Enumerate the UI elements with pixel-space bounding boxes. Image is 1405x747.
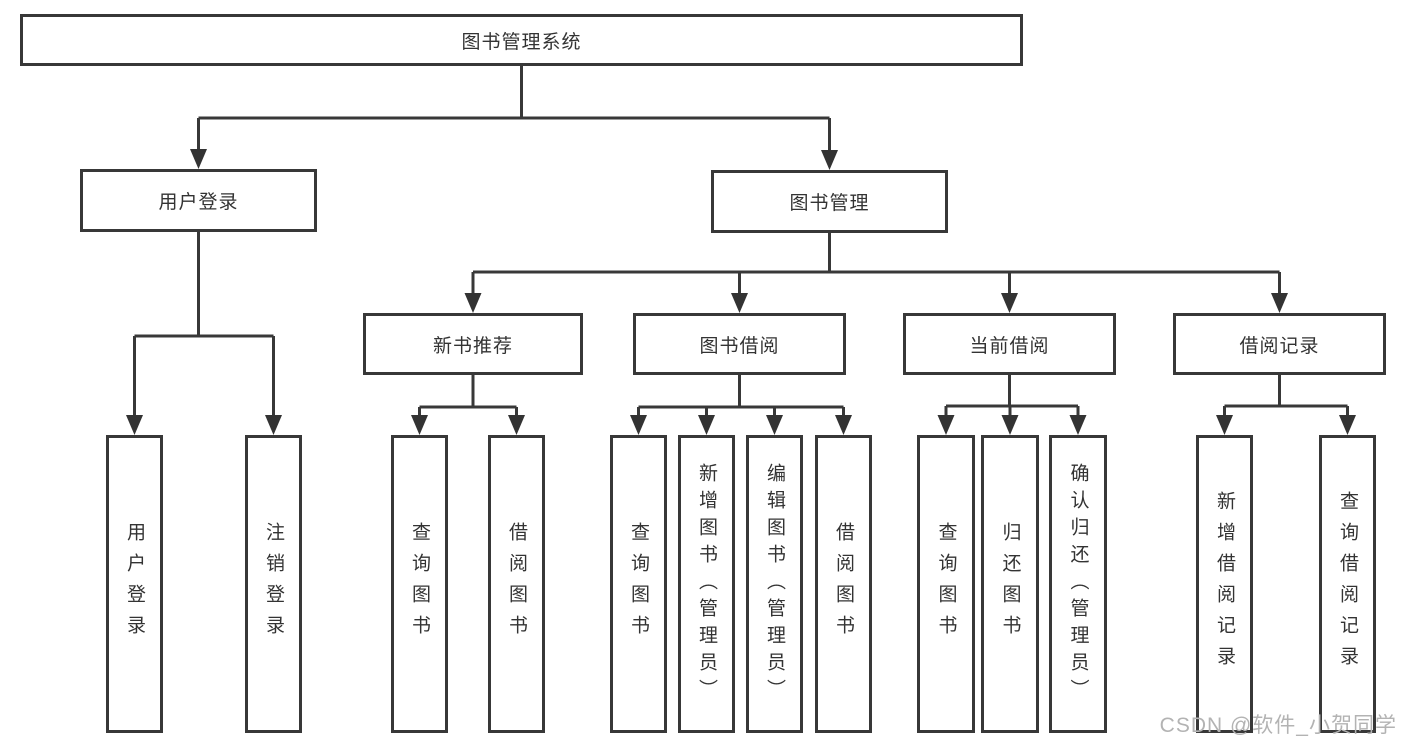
node-label: 图书借阅 — [699, 335, 780, 357]
node-label: 查询图书 — [409, 522, 430, 646]
node-label: 注销登录 — [263, 522, 284, 646]
leaf-recommend-query-books: 查询图书 — [391, 435, 448, 733]
node-root: 图书管理系统 — [20, 14, 1023, 66]
node-label: 查询借阅记录 — [1337, 491, 1358, 677]
node-label: 用户登录 — [124, 522, 145, 646]
node-borrow-records: 借阅记录 — [1173, 313, 1386, 375]
node-label: 查询图书 — [935, 522, 957, 646]
node-label: 编辑图书（管理员） — [764, 462, 785, 706]
node-label: 用户登录 — [158, 192, 239, 213]
leaf-edit-books-admin: 编辑图书（管理员） — [746, 435, 803, 733]
node-label: 查询图书 — [628, 522, 649, 646]
node-label: 图书管理 — [789, 193, 870, 214]
leaf-add-books-admin: 新增图书（管理员） — [678, 435, 735, 733]
leaf-query-borrow-record: 查询借阅记录 — [1319, 435, 1376, 733]
csdn-watermark: CSDN @软件_小贺同学 — [1159, 714, 1397, 737]
leaf-borrow-query-books: 查询图书 — [610, 435, 667, 733]
node-book-borrow: 图书借阅 — [633, 313, 846, 375]
node-label: 图书管理系统 — [461, 31, 582, 53]
node-label: 新书推荐 — [432, 335, 513, 357]
leaf-logout: 注销登录 — [245, 435, 302, 733]
node-user-login: 用户登录 — [80, 169, 317, 232]
node-label: 借阅记录 — [1239, 335, 1320, 357]
node-label: 归还图书 — [999, 522, 1021, 646]
leaf-confirm-return-admin: 确认归还（管理员） — [1049, 435, 1107, 733]
leaf-current-query-books: 查询图书 — [917, 435, 975, 733]
leaf-return-books: 归还图书 — [981, 435, 1039, 733]
leaf-add-borrow-record: 新增借阅记录 — [1196, 435, 1253, 733]
node-label: 新增图书（管理员） — [696, 462, 717, 706]
node-label: 新增借阅记录 — [1214, 491, 1235, 677]
node-label: 借阅图书 — [506, 522, 527, 646]
node-book-management: 图书管理 — [711, 170, 948, 233]
node-label: 借阅图书 — [833, 522, 854, 646]
node-label: 当前借阅 — [969, 335, 1050, 357]
leaf-recommend-borrow-books: 借阅图书 — [488, 435, 545, 733]
leaf-user-login: 用户登录 — [106, 435, 163, 733]
node-label: 确认归还（管理员） — [1067, 462, 1089, 706]
leaf-borrow-books: 借阅图书 — [815, 435, 872, 733]
node-new-book-recommend: 新书推荐 — [363, 313, 583, 375]
node-current-borrow: 当前借阅 — [903, 313, 1116, 375]
